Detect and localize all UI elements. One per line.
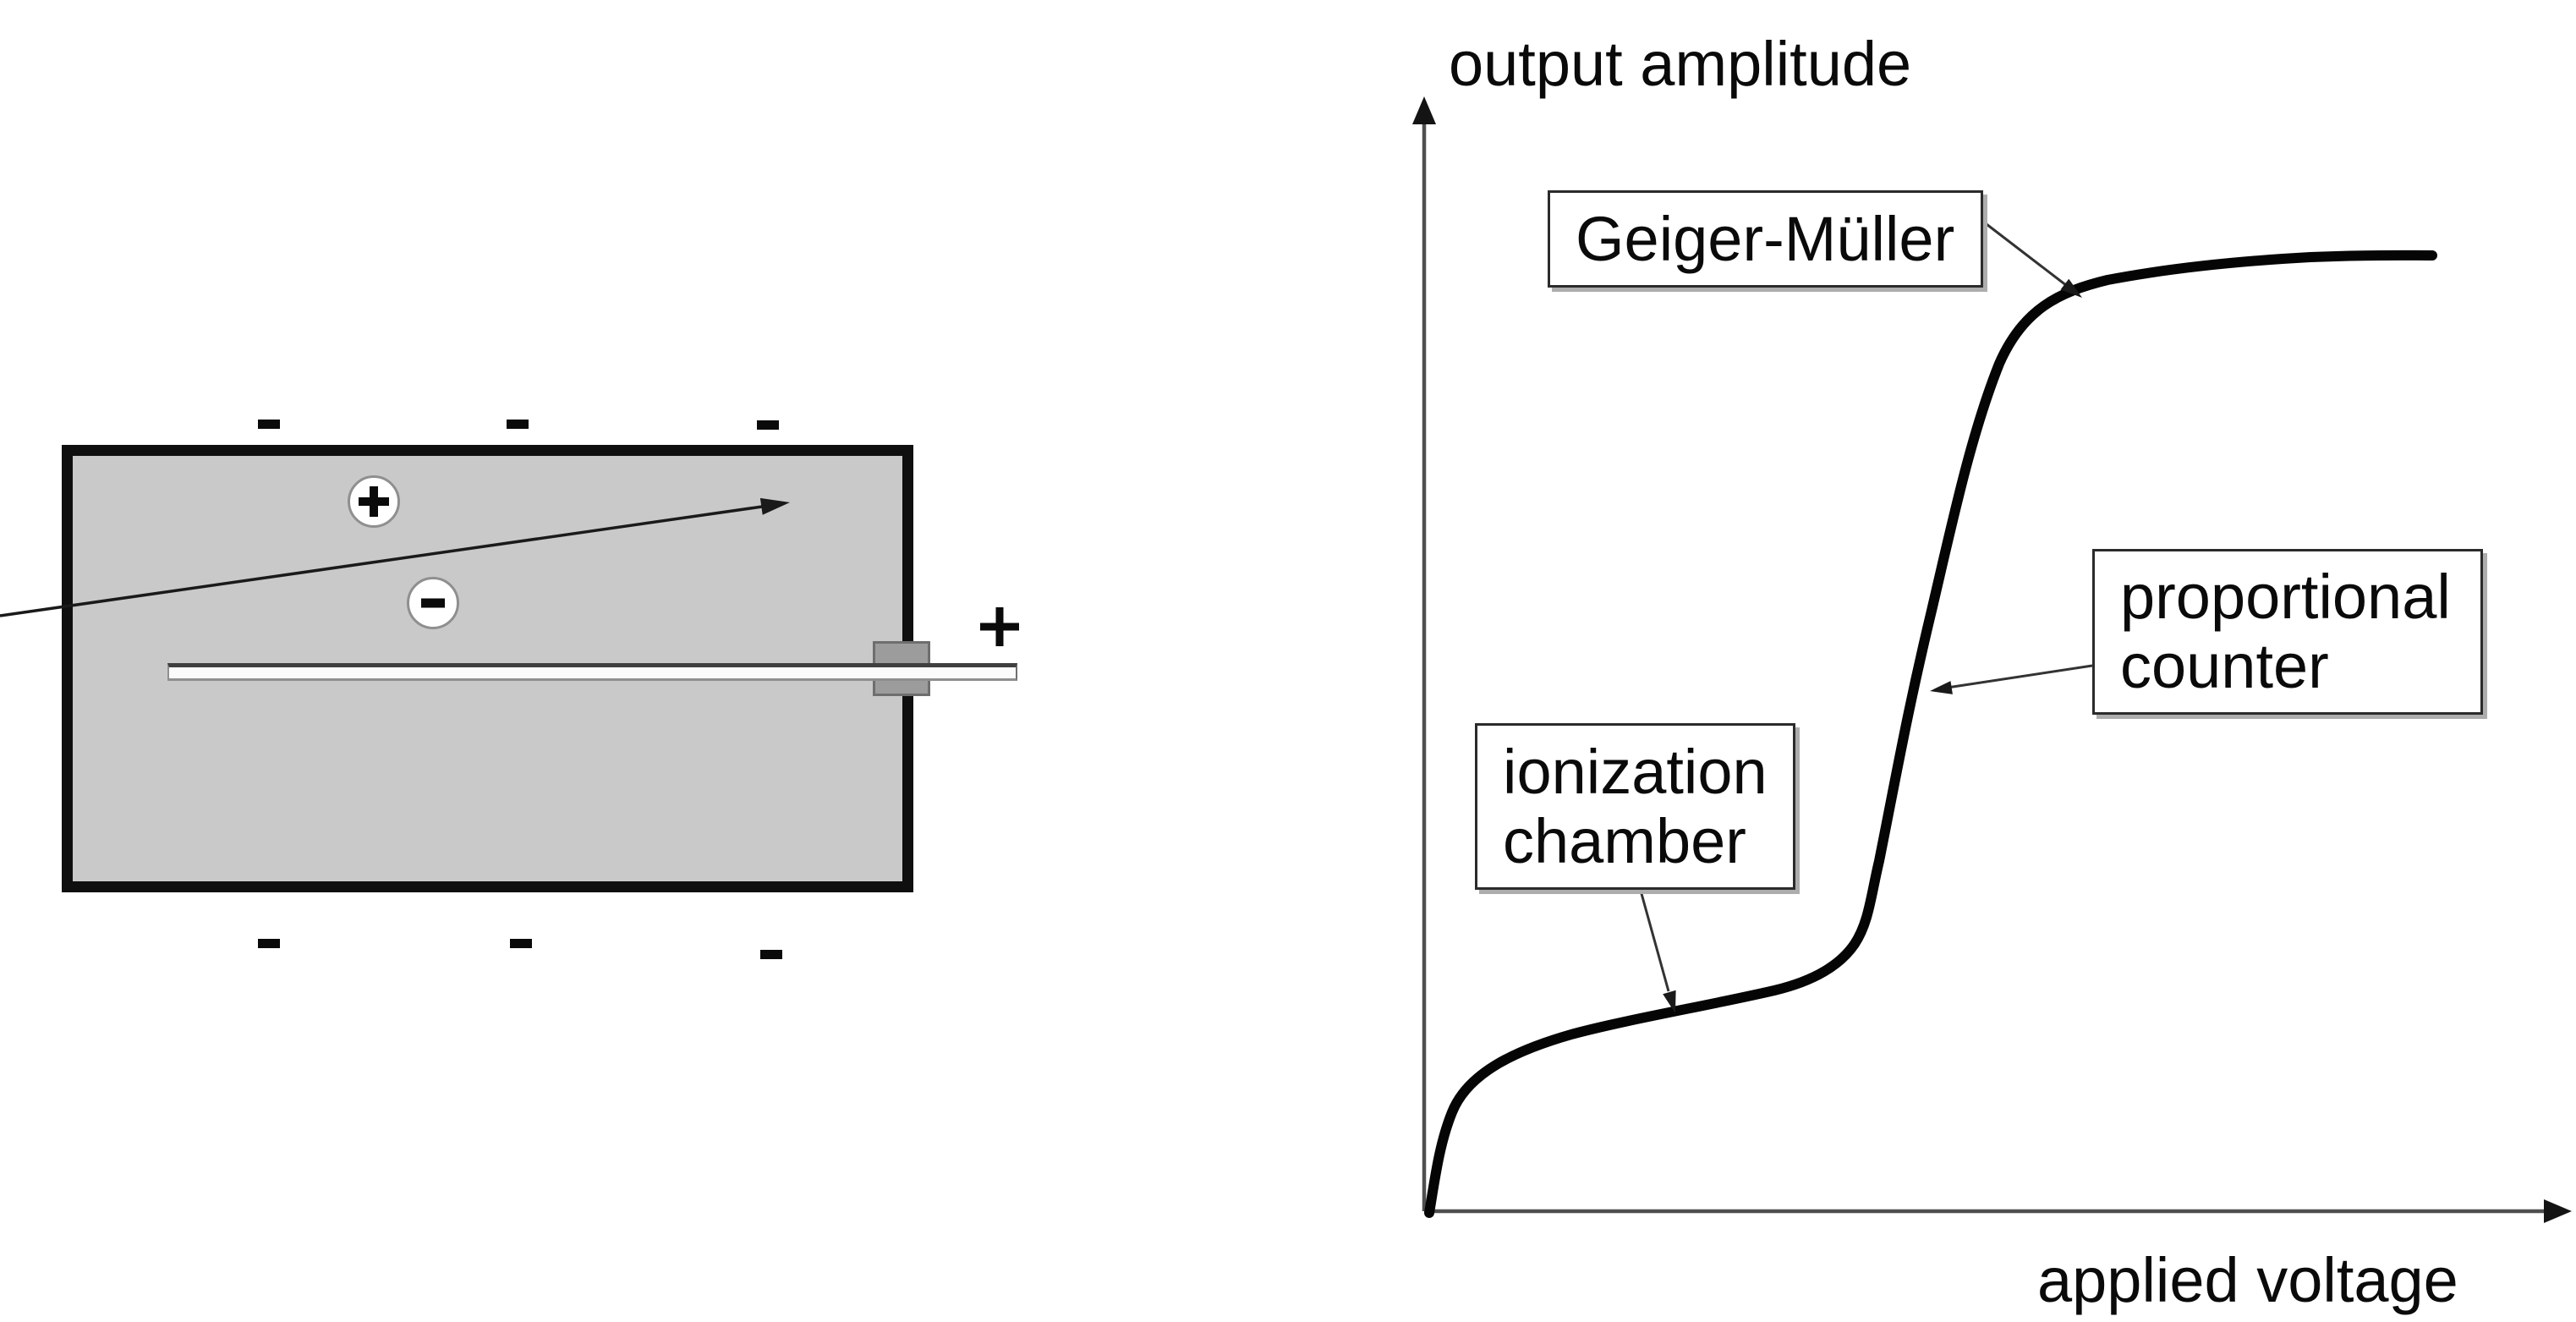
ionization-chamber-arrowhead-icon [1663, 990, 1676, 1013]
y-axis-label: output amplitude [1449, 29, 1912, 99]
region-label-text: Geiger-Müller [1576, 203, 1955, 274]
cathode-minus-mark [760, 950, 782, 959]
cathode-minus-mark [258, 939, 280, 948]
plus-icon [995, 607, 1004, 646]
region-label-ionization-chamber: ionization chamber [1475, 723, 1795, 890]
particle-track-arrowhead-icon [759, 497, 790, 515]
plus-icon [370, 486, 378, 517]
region-label-text: proportional [2120, 562, 2451, 632]
positive-ion-symbol [348, 475, 400, 528]
region-label-proportional-counter: proportional counter [2092, 549, 2483, 715]
minus-icon [421, 598, 445, 608]
region-label-text: counter [2120, 631, 2329, 701]
anode-plus-sign [980, 607, 1019, 646]
geiger-muller-arrow-line [1982, 220, 2071, 290]
response-curve [1424, 250, 2437, 1218]
particle-track-line [0, 503, 775, 617]
region-label-geiger-muller: Geiger-Müller [1548, 190, 1983, 288]
geiger-muller-arrowhead-icon [2060, 278, 2082, 298]
region-label-text: chamber [1503, 805, 1746, 876]
x-axis-arrowhead-icon [2544, 1199, 2572, 1223]
y-axis-arrowhead-icon [1412, 96, 1436, 124]
cathode-minus-mark [258, 420, 280, 429]
anode-wire [167, 663, 1017, 681]
proportional-counter-arrow-line [1941, 664, 2093, 690]
electron-symbol [407, 577, 459, 629]
cathode-minus-mark [507, 420, 529, 429]
x-axis-label: applied voltage [2037, 1245, 2458, 1315]
ionization-chamber-arrow-line [1639, 890, 1670, 992]
region-label-text: ionization [1503, 736, 1768, 807]
proportional-counter-arrowhead-icon [1930, 681, 1953, 694]
cathode-minus-mark [510, 939, 532, 948]
cathode-minus-mark [757, 420, 779, 430]
